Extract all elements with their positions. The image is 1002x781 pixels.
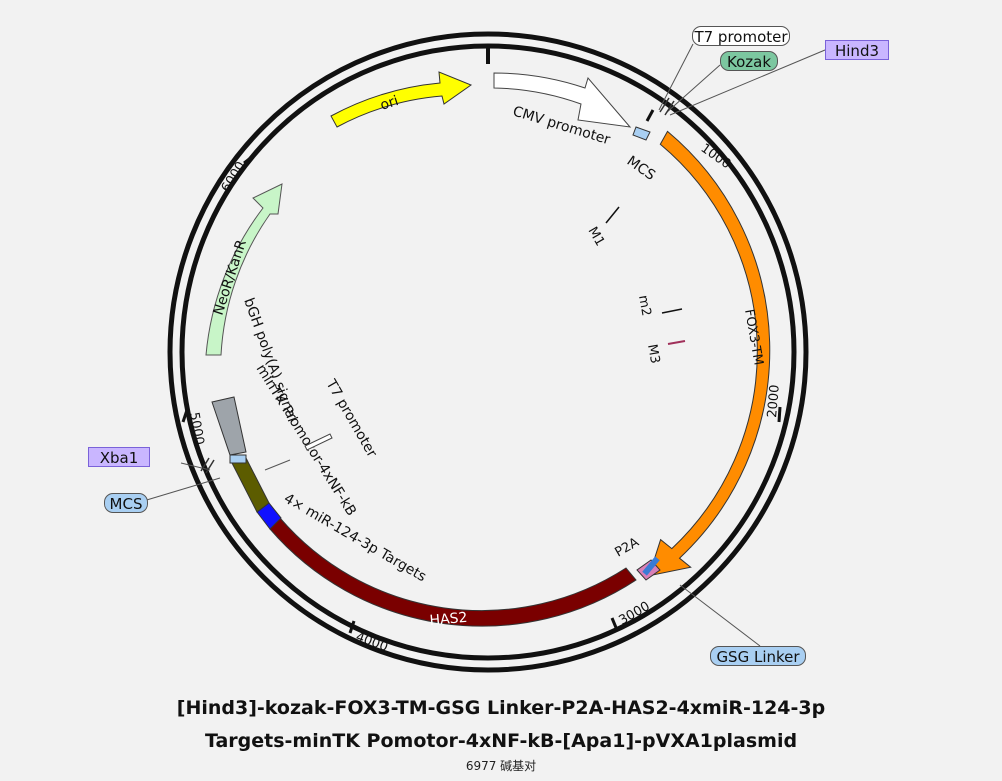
t7-inner-label: T7 promoter: [322, 376, 380, 460]
cmv-promoter-feature[interactable]: [493, 72, 632, 128]
neor-kanr-feature[interactable]: [205, 183, 283, 356]
mcs-bottom-block: [229, 454, 247, 464]
p2a-label: P2A: [613, 535, 642, 561]
tick-label-4000: 4000: [354, 630, 390, 655]
plasmid-size-label: 6977 碱基对: [465, 759, 537, 773]
t7-promoter-callout[interactable]: T7 promoter: [692, 26, 790, 46]
kozak-callout[interactable]: Kozak: [720, 51, 778, 71]
xba1-enzyme-callout[interactable]: Xba1: [88, 447, 150, 467]
ori-label: ori: [378, 93, 400, 114]
cut-site-marks: [200, 97, 675, 474]
construct-title-line1: [Hind3]-kozak-FOX3-TM-GSG Linker-P2A-HAS…: [176, 697, 826, 719]
m2-label: m2: [635, 294, 653, 317]
bgh-polya-feature[interactable]: [211, 396, 247, 456]
m3-label: M3: [644, 343, 662, 365]
mcs-callout[interactable]: MCS: [104, 493, 148, 513]
nfkb-label: minTK Promotor-4xNF-kB: [253, 362, 360, 519]
has2-feature[interactable]: [269, 517, 637, 627]
tick-label-2000: 2000: [765, 384, 783, 418]
t7-inner-feature: [304, 433, 333, 451]
gsg-linker-callout[interactable]: GSG Linker: [710, 646, 806, 666]
ori-feature[interactable]: [330, 71, 473, 128]
bp-tick-marks: [181, 109, 782, 634]
gsg-linker-segment: [642, 556, 660, 576]
construct-title-line2: Targets-minTK Pomotor-4xNF-kB-[Apa1]-pVX…: [204, 730, 798, 752]
bgh-label: bGH poly(A) signal: [240, 296, 300, 424]
outer-backbone-ring: [167, 31, 809, 673]
m1-mark: [605, 206, 620, 224]
hind3-enzyme-callout[interactable]: Hind3: [825, 40, 889, 60]
m2-mark: [661, 308, 683, 314]
m3-mark: [667, 340, 686, 345]
mintk-nfkb-feature[interactable]: [231, 457, 270, 513]
m1-label: M1: [585, 225, 608, 249]
tick-label-5000: 5000: [186, 411, 207, 446]
mcs-top-block: [632, 126, 651, 141]
tick-label-3000: 3000: [617, 599, 653, 629]
has2-label: HAS2: [429, 610, 468, 629]
mcs-top-label: MCS: [624, 153, 658, 184]
callout-leaders: [139, 43, 826, 647]
